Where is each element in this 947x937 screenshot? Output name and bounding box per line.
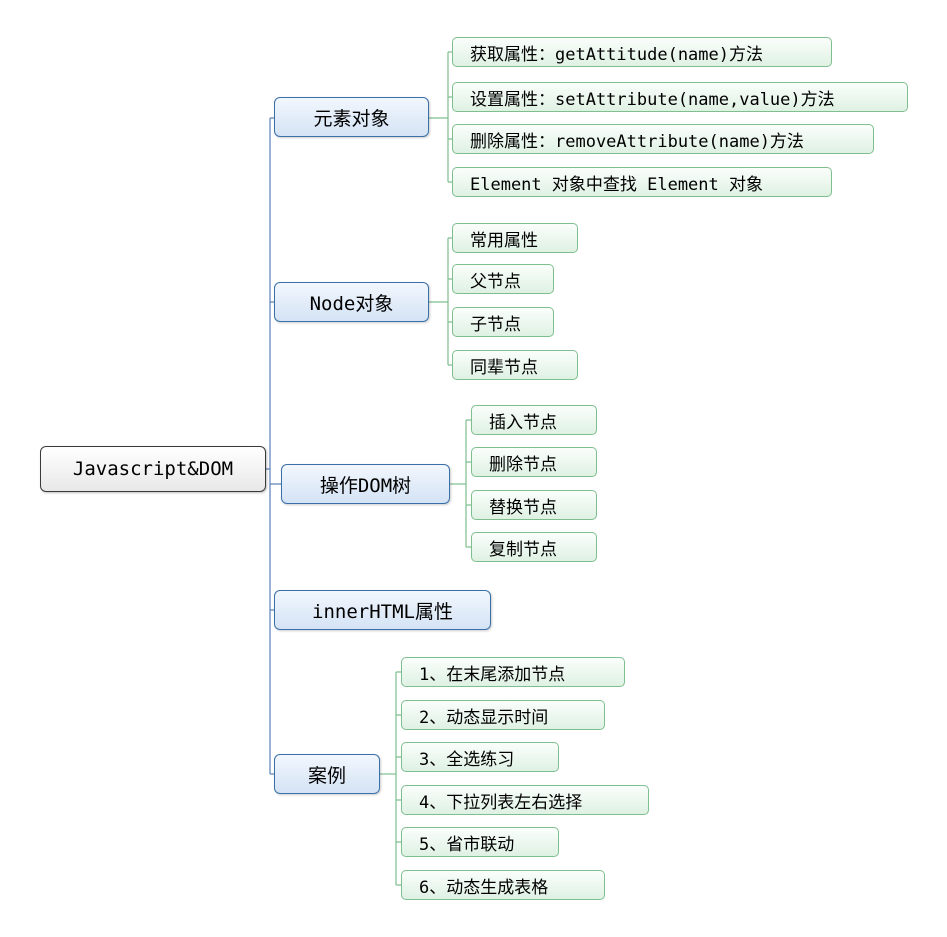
- leaf-sibling-node[interactable]: 同辈节点: [452, 350, 578, 380]
- leaf-label: 5、省市联动: [419, 834, 515, 855]
- leaf-set-attribute[interactable]: 设置属性：setAttribute(name,value)方法: [452, 82, 908, 112]
- branch-node-object[interactable]: Node对象: [274, 282, 429, 322]
- leaf-label: 获取属性：getAttitude(name)方法: [470, 44, 763, 65]
- leaf-parent-node[interactable]: 父节点: [452, 264, 554, 294]
- branch-label: 元素对象: [313, 107, 390, 130]
- leaf-label: 2、动态显示时间: [419, 707, 549, 728]
- leaf-label: 常用属性: [470, 230, 538, 251]
- root-node[interactable]: Javascript&DOM: [40, 446, 266, 492]
- leaf-label: 4、下拉列表左右选择: [419, 792, 583, 813]
- leaf-copy-node[interactable]: 复制节点: [471, 532, 597, 562]
- leaf-insert-node[interactable]: 插入节点: [471, 405, 597, 435]
- branch-label: 案例: [307, 764, 346, 787]
- leaf-remove-attribute[interactable]: 删除属性：removeAttribute(name)方法: [452, 124, 874, 154]
- leaf-element-find[interactable]: Element 对象中查找 Element 对象: [452, 167, 832, 197]
- leaf-delete-node[interactable]: 删除节点: [471, 447, 597, 477]
- leaf-label: 删除节点: [489, 454, 557, 475]
- leaf-child-node[interactable]: 子节点: [452, 307, 554, 337]
- leaf-label: 1、在末尾添加节点: [419, 664, 566, 685]
- leaf-label: 设置属性：setAttribute(name,value)方法: [470, 89, 835, 110]
- branch-label: innerHTML属性: [312, 600, 453, 623]
- leaf-label: 3、全选练习: [419, 749, 515, 770]
- leaf-replace-node[interactable]: 替换节点: [471, 490, 597, 520]
- leaf-get-attribute[interactable]: 获取属性：getAttitude(name)方法: [452, 37, 832, 67]
- leaf-example-5[interactable]: 5、省市联动: [401, 827, 559, 857]
- branch-dom-tree[interactable]: 操作DOM树: [281, 464, 450, 504]
- leaf-label: Element 对象中查找 Element 对象: [470, 174, 763, 195]
- leaf-common-properties[interactable]: 常用属性: [452, 223, 578, 253]
- leaf-example-4[interactable]: 4、下拉列表左右选择: [401, 785, 649, 815]
- leaf-label: 子节点: [470, 314, 521, 335]
- branch-examples[interactable]: 案例: [274, 754, 380, 794]
- branch-label: 操作DOM树: [319, 474, 412, 497]
- leaf-label: 6、动态生成表格: [419, 877, 549, 898]
- branch-element-object[interactable]: 元素对象: [274, 97, 429, 137]
- leaf-label: 插入节点: [489, 412, 557, 433]
- leaf-example-6[interactable]: 6、动态生成表格: [401, 870, 605, 900]
- leaf-example-1[interactable]: 1、在末尾添加节点: [401, 657, 625, 687]
- leaf-example-3[interactable]: 3、全选练习: [401, 742, 559, 772]
- root-label: Javascript&DOM: [72, 458, 234, 480]
- leaf-label: 复制节点: [489, 539, 557, 560]
- leaf-example-2[interactable]: 2、动态显示时间: [401, 700, 605, 730]
- leaf-label: 父节点: [470, 271, 521, 292]
- branch-label: Node对象: [309, 292, 394, 315]
- branch-innerhtml[interactable]: innerHTML属性: [274, 590, 491, 630]
- leaf-label: 替换节点: [489, 497, 557, 518]
- leaf-label: 同辈节点: [470, 357, 538, 378]
- leaf-label: 删除属性：removeAttribute(name)方法: [470, 131, 804, 152]
